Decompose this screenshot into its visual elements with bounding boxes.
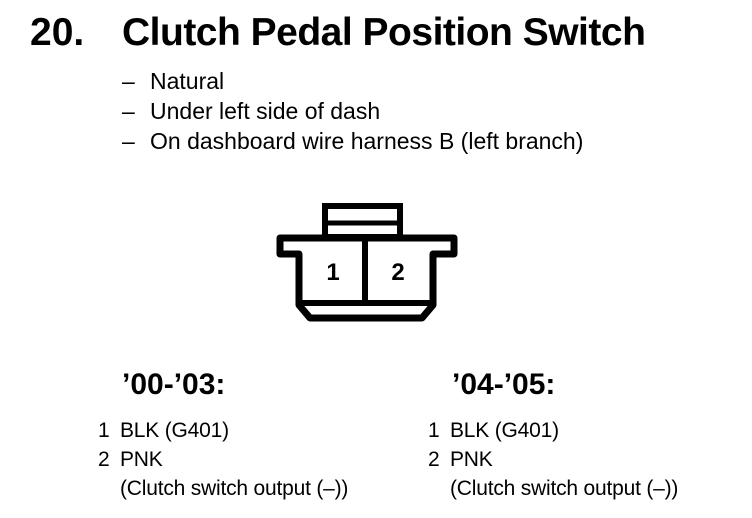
page-title: Clutch Pedal Position Switch — [122, 11, 646, 54]
connector-pin-1-label: 1 — [326, 259, 339, 286]
pin-number: 2 — [428, 448, 440, 471]
pin-function-note: (Clutch switch output (–)) — [450, 477, 679, 500]
bullet-item: – On dashboard wire harness B (left bran… — [122, 126, 583, 156]
bullet-list: – Natural – Under left side of dash – On… — [122, 66, 583, 156]
bullet-text: On dashboard wire harness B (left branch… — [150, 128, 584, 154]
pin-row: (Clutch switch output (–)) — [98, 474, 348, 503]
item-number: 20. — [30, 11, 85, 54]
year-range-heading-04-05: ’04-’05: — [452, 368, 556, 401]
pin-list-04-05: 1 BLK (G401) 2 PNK (Clutch switch output… — [428, 416, 678, 503]
pin-number — [98, 474, 120, 503]
pin-row: 2 PNK — [98, 445, 348, 474]
connector-pin-2-label: 2 — [391, 259, 404, 286]
bullet-dash: – — [122, 128, 135, 154]
pin-number: 1 — [98, 419, 110, 442]
bullet-dash: – — [122, 68, 135, 94]
pin-wire-label: BLK (G401) — [120, 419, 229, 442]
bullet-text: Natural — [150, 68, 225, 94]
bullet-text: Under left side of dash — [150, 98, 381, 124]
pin-row: 2 PNK — [428, 445, 678, 474]
connector-tab — [322, 203, 403, 240]
pin-row: 1 BLK (G401) — [98, 416, 348, 445]
bullet-dash: – — [122, 98, 135, 124]
pin-wire-label: BLK (G401) — [450, 419, 559, 442]
pin-row: (Clutch switch output (–)) — [428, 474, 678, 503]
year-range-heading-00-03: ’00-’03: — [122, 368, 226, 401]
pin-wire-label: PNK — [120, 448, 163, 471]
pin-row: 1 BLK (G401) — [428, 416, 678, 445]
bullet-item: – Natural — [122, 66, 583, 96]
pin-number: 1 — [428, 419, 440, 442]
connector-diagram: 1 2 — [276, 203, 458, 322]
pin-wire-label: PNK — [450, 448, 493, 471]
bullet-item: – Under left side of dash — [122, 96, 583, 126]
pin-function-note: (Clutch switch output (–)) — [120, 477, 349, 500]
pin-list-00-03: 1 BLK (G401) 2 PNK (Clutch switch output… — [98, 416, 348, 503]
pin-number — [428, 474, 450, 503]
pin-number: 2 — [98, 448, 110, 471]
